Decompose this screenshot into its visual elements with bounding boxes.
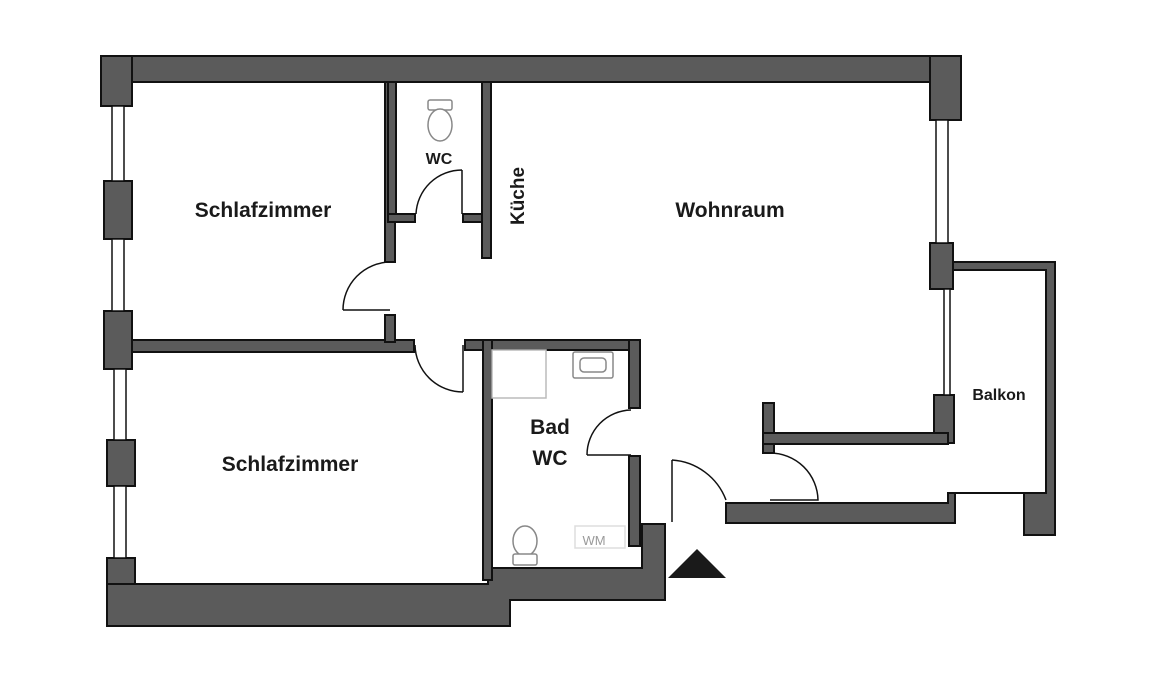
wall-wc-bottom-left	[387, 213, 416, 223]
wall-wc-right	[481, 81, 492, 259]
room-bad-line1: Bad	[530, 416, 570, 439]
entrance-arrow-icon	[668, 549, 726, 578]
room-wc: WC	[426, 151, 453, 168]
window-left-1	[111, 105, 125, 182]
doors	[342, 169, 819, 522]
wall-bath-right-lower	[628, 455, 641, 547]
wall-bottom-right	[725, 261, 1056, 536]
wall-left-4	[106, 439, 136, 487]
wall-left-2	[103, 180, 133, 240]
sink-icon	[572, 351, 614, 379]
room-schlafzimmer-top: Schlafzimmer	[195, 199, 332, 222]
wall-bedroom-top-right-low	[384, 314, 396, 343]
room-wohnraum: Wohnraum	[675, 199, 784, 222]
wall-right-2	[929, 242, 954, 290]
door-bedroom-bottom	[414, 344, 464, 393]
window-left-4	[113, 485, 127, 559]
wall-left-1	[100, 55, 133, 107]
wall-bedroom-divider	[131, 339, 415, 353]
room-kueche: Küche	[508, 167, 529, 225]
wall-hall-horizontal	[762, 432, 949, 445]
door-bedroom-top	[342, 261, 391, 311]
toilet-bath-icon	[512, 525, 538, 566]
room-schlafzimmer-bottom: Schlafzimmer	[222, 453, 359, 476]
wall-top	[100, 55, 962, 83]
windows	[111, 105, 951, 559]
door-wc	[415, 169, 463, 215]
window-right	[935, 119, 949, 244]
wall-bath-right-upper	[628, 339, 641, 409]
toilet-wc-icon	[427, 99, 453, 142]
window-left-3	[113, 368, 127, 441]
window-left-2	[111, 238, 125, 312]
room-bad-line2: WC	[533, 447, 568, 470]
door-storage	[769, 452, 819, 501]
room-balkon: Balkon	[972, 387, 1025, 404]
wall-bath-left	[482, 339, 493, 581]
shower-icon	[491, 349, 547, 399]
door-bath	[586, 409, 632, 456]
wall-left-3	[103, 310, 133, 370]
balcony-door	[943, 288, 951, 396]
room-labels: Schlafzimmer Schlafzimmer WC Küche Wohnr…	[195, 151, 1026, 548]
wall-right-1	[929, 55, 962, 121]
washing-machine-icon	[574, 525, 626, 549]
wall-hall-stub	[762, 402, 775, 454]
fixtures	[427, 99, 626, 566]
wall-wc-left	[387, 81, 397, 221]
door-entrance	[671, 459, 727, 522]
washing-machine-label: WM	[582, 533, 605, 548]
